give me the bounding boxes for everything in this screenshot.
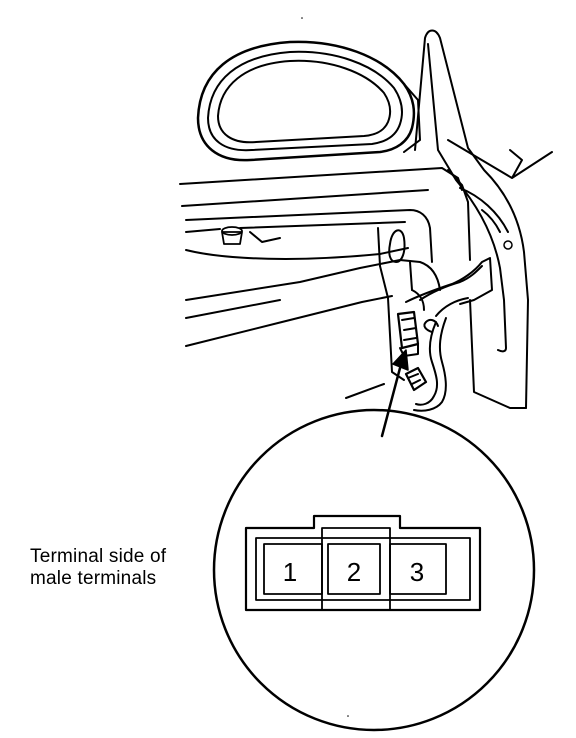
side-mirror [196,40,421,162]
terminal-2 [327,543,381,595]
pin-label-3: 3 [410,557,424,587]
door-panel [179,167,463,381]
terminal-1 [263,543,323,595]
magnified-view-circle [212,408,536,732]
pin-label-2: 2 [347,557,361,587]
caption-line-1: Terminal side of [30,546,167,567]
pointer-arrow [345,349,409,438]
caption-line-2: male terminals [30,568,157,589]
door-frame [414,29,553,409]
connector-face: 1 2 3 [244,514,482,612]
wiring-harness [396,257,493,412]
pin-label-1: 1 [283,557,297,587]
terminal-3 [389,543,447,595]
connector-caption: Terminal side of male terminals [30,546,166,590]
